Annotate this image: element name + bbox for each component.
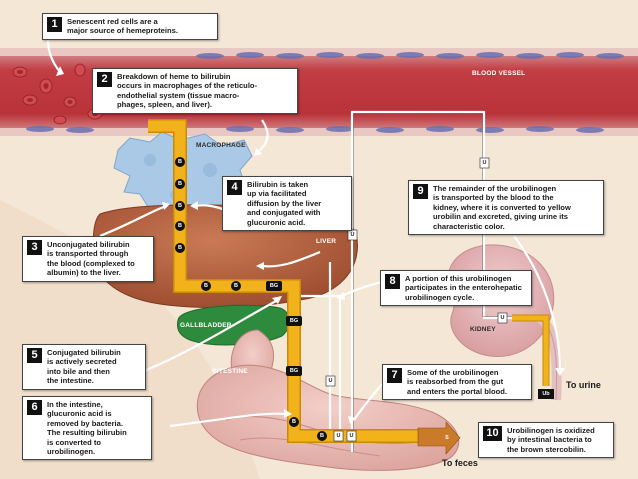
tag-s: S — [442, 433, 452, 443]
stercobilin-arrow — [417, 421, 461, 455]
svg-text:Ub: Ub — [542, 391, 550, 397]
tag-b-8: B — [289, 417, 299, 427]
tag-b-7: B — [231, 281, 241, 291]
callout-8: 8 A portion of this urobilinogen partici… — [380, 270, 532, 307]
callout-7: 7 Some of the urobilinogen is reabsorbed… — [382, 364, 532, 401]
callout-6-text: In the intestine, glucuronic acid is rem… — [47, 400, 127, 457]
callout-10: 10 Urobilinogen is oxidized by intestina… — [478, 422, 614, 459]
svg-text:B: B — [178, 181, 182, 187]
callout-3-text: Unconjugated bilirubin is transported th… — [47, 240, 135, 278]
intestine — [196, 329, 460, 471]
tag-u-5: U — [479, 157, 490, 169]
step-number-10: 10 — [483, 426, 502, 441]
svg-text:B: B — [234, 283, 238, 289]
svg-text:B: B — [204, 283, 208, 289]
step-number-6: 6 — [27, 400, 42, 415]
gallbladder-label: GALLBLADDER — [180, 322, 232, 329]
svg-text:U: U — [351, 232, 355, 238]
tag-u-3: U — [325, 375, 336, 387]
callout-5-text: Conjugated bilirubin is actively secrete… — [47, 348, 121, 386]
callout-9: 9 The remainder of the urobilinogen is t… — [408, 180, 604, 236]
svg-text:B: B — [178, 159, 182, 165]
callout-9-text: The remainder of the urobilinogen is tra… — [433, 184, 571, 231]
callout-4-text: Bilirubin is taken up via facilitated di… — [247, 180, 322, 227]
svg-text:BG: BG — [290, 368, 298, 374]
svg-text:B: B — [178, 203, 182, 209]
tag-b-5: B — [175, 243, 185, 253]
tag-bg-2: BG — [286, 316, 302, 326]
callout-2: 2 Breakdown of heme to bilirubin occurs … — [92, 68, 298, 114]
tag-b-6: B — [201, 281, 211, 291]
kidney-label: KIDNEY — [470, 326, 496, 333]
to-urine-label: To urine — [566, 380, 601, 390]
step-number-1: 1 — [47, 17, 62, 32]
step-number-4: 4 — [227, 180, 242, 195]
step-number-8: 8 — [385, 274, 400, 289]
callout-1-text: Senescent red cells are a major source o… — [67, 17, 178, 36]
svg-text:B: B — [292, 419, 296, 425]
tag-b-4: B — [175, 221, 185, 231]
svg-text:U: U — [483, 160, 487, 166]
callout-7-text: Some of the urobilinogen is reabsorbed f… — [407, 368, 507, 396]
svg-text:S: S — [445, 435, 449, 441]
tag-bg-3: BG — [286, 366, 302, 376]
svg-text:BG: BG — [290, 318, 298, 324]
step-number-2: 2 — [97, 72, 112, 87]
svg-text:BG: BG — [270, 283, 278, 289]
svg-text:B: B — [178, 245, 182, 251]
callout-6: 6 In the intestine, glucuronic acid is r… — [22, 396, 152, 461]
tag-u-4: U — [347, 229, 358, 241]
callout-10-text: Urobilinogen is oxidized by intestinal b… — [507, 426, 595, 454]
svg-text:B: B — [320, 433, 324, 439]
svg-text:U: U — [350, 433, 354, 439]
step-number-3: 3 — [27, 240, 42, 255]
callout-2-text: Breakdown of heme to bilirubin occurs in… — [117, 72, 258, 110]
tag-u-1: U — [333, 430, 344, 442]
step-number-9: 9 — [413, 184, 428, 199]
tag-bg-1: BG — [266, 281, 282, 291]
svg-text:U: U — [501, 315, 505, 321]
svg-text:U: U — [329, 378, 333, 384]
tag-b-3: B — [175, 201, 185, 211]
svg-text:U: U — [337, 433, 341, 439]
macrophage-label: MACROPHAGE — [196, 142, 246, 149]
blood-vessel — [0, 48, 638, 136]
tag-b-1: B — [175, 157, 185, 167]
blood-vessel-label: BLOOD VESSEL — [472, 70, 526, 77]
tag-b-2: B — [175, 179, 185, 189]
intestine-label: INTESTINE — [212, 368, 248, 375]
to-feces-label: To feces — [442, 458, 478, 468]
tag-ub: Ub — [538, 389, 554, 399]
callout-3: 3 Unconjugated bilirubin is transported … — [22, 236, 154, 282]
tag-b-9: B — [317, 431, 327, 441]
tag-u-6: U — [497, 312, 508, 324]
tag-u-2: U — [346, 430, 357, 442]
callout-5: 5 Conjugated bilirubin is actively secre… — [22, 344, 146, 390]
liver-label: LIVER — [316, 238, 337, 245]
callout-4: 4 Bilirubin is taken up via facilitated … — [222, 176, 352, 232]
callout-8-text: A portion of this urobilinogen participa… — [405, 274, 522, 302]
callout-1: 1 Senescent red cells are a major source… — [42, 13, 218, 40]
step-number-7: 7 — [387, 368, 402, 383]
leader-arrowheads — [56, 66, 565, 424]
svg-text:B: B — [178, 223, 182, 229]
step-number-5: 5 — [27, 348, 42, 363]
